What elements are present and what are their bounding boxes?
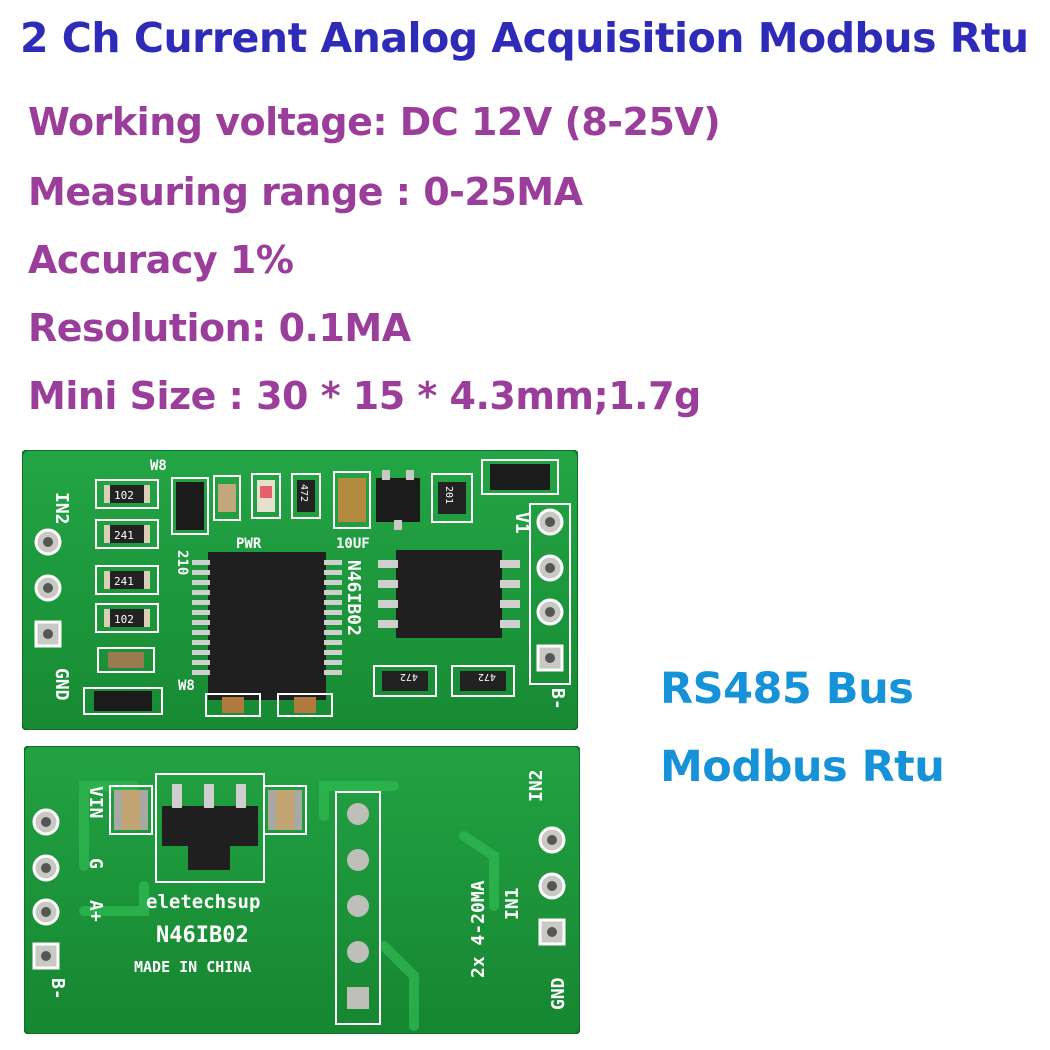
diode-w8-top	[171, 477, 209, 535]
label-gnd: GND	[51, 668, 72, 701]
label-210: 210	[174, 550, 190, 575]
label-v1: V1	[511, 512, 532, 534]
resistor-472a: 472	[291, 473, 321, 519]
label-pwr: PWR	[236, 536, 262, 552]
resistor-241a: 241	[95, 519, 159, 549]
pcb-top-left-pins	[34, 528, 62, 648]
spec-resolution: Resolution: 0.1MA	[28, 306, 411, 350]
regulator-sot223	[155, 773, 265, 883]
capacitor-10uf	[333, 471, 371, 529]
diode-bottom-left	[83, 687, 163, 715]
label-range: 2x 4-20MA	[468, 880, 489, 978]
spec-mini-size: Mini Size : 30 * 15 * 4.3mm;1.7g	[28, 374, 701, 418]
capacitor-bottom-b	[277, 693, 333, 717]
diode-top-right	[481, 459, 559, 495]
resistor-241b: 241	[95, 565, 159, 595]
capacitor-left	[97, 647, 155, 673]
pcb-bottom-photo: VIN G A+ B- IN2 IN1 GND 2x 4-20MA eletec…	[24, 746, 580, 1034]
label-w8-bottom: W8	[178, 678, 195, 694]
label-in2: IN2	[51, 492, 72, 525]
capacitor-left-bottom	[109, 785, 153, 835]
capacitor-right-bottom	[263, 785, 307, 835]
svg-text:241: 241	[114, 575, 134, 588]
spec-working-voltage: Working voltage: DC 12V (8-25V)	[28, 100, 721, 144]
label-g: G	[85, 858, 106, 869]
pcb-bottom-right-pins	[538, 826, 566, 946]
resistor-102a: 102	[95, 479, 159, 509]
label-brand: eletechsup	[146, 891, 260, 913]
pcb-bottom-center-pins	[335, 791, 381, 1025]
spec-accuracy: Accuracy 1%	[28, 238, 294, 282]
svg-text:201: 201	[443, 486, 454, 504]
pcb-bottom-left-pins	[32, 808, 60, 970]
resistor-201: 201	[431, 473, 473, 523]
svg-text:472: 472	[298, 484, 309, 502]
bus-label-modbus: Modbus Rtu	[660, 742, 945, 792]
pcb-top-svg: IN2 GND V1 B- W8 W8 PWR 10UF 210 N46IB02…	[22, 450, 578, 730]
resistor-472c: 472	[451, 665, 515, 697]
label-a-plus: A+	[85, 900, 106, 922]
pcb-top-photo: IN2 GND V1 B- W8 W8 PWR 10UF 210 N46IB02…	[22, 450, 578, 730]
pcb-top-right-pins	[529, 503, 571, 685]
label-in2-bottom: IN2	[526, 769, 547, 802]
capacitor-bottom-a	[205, 693, 261, 717]
label-vin: VIN	[85, 786, 106, 819]
svg-text:241: 241	[114, 529, 134, 542]
label-in1: IN1	[502, 887, 523, 920]
svg-text:472: 472	[478, 671, 496, 682]
pcb-bottom-svg: VIN G A+ B- IN2 IN1 GND 2x 4-20MA eletec…	[24, 746, 580, 1034]
label-b-minus: B-	[547, 688, 568, 710]
ic-soic8	[378, 550, 520, 638]
label-gnd-bottom: GND	[548, 977, 569, 1010]
label-model-bottom: N46IB02	[156, 923, 249, 948]
capacitor-top-small	[213, 475, 241, 521]
resistor-102b: 102	[95, 603, 159, 633]
label-10uf: 10UF	[336, 536, 370, 552]
label-b-minus-bottom: B-	[47, 978, 68, 1000]
pwr-led	[251, 473, 281, 519]
label-origin: MADE IN CHINA	[134, 958, 251, 976]
label-w8-top: W8	[150, 458, 167, 474]
svg-text:102: 102	[114, 489, 134, 502]
page-title: 2 Ch Current Analog Acquisition Modbus R…	[20, 14, 1029, 62]
spec-measuring-range: Measuring range : 0-25MA	[28, 170, 583, 214]
label-model-top: N46IB02	[343, 560, 364, 636]
ic-ssop	[192, 552, 342, 700]
svg-text:472: 472	[400, 671, 418, 682]
bus-label-rs485: RS485 Bus	[660, 664, 914, 714]
resistor-472b: 472	[373, 665, 437, 697]
svg-text:102: 102	[114, 613, 134, 626]
regulator-sot23	[376, 470, 420, 530]
